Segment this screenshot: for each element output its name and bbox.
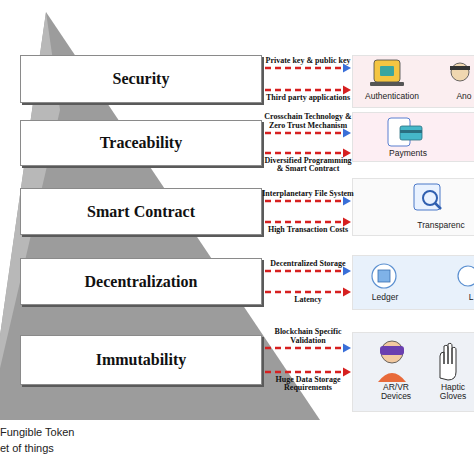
arrow-label: High Transaction Costs	[262, 226, 354, 234]
arrow-label: Latency	[262, 296, 354, 304]
arrow-head	[343, 149, 351, 158]
dashed-line	[265, 347, 345, 350]
arrow-head	[343, 267, 351, 276]
haptic-glove-icon	[440, 343, 456, 380]
tier-title: Security	[113, 70, 170, 88]
dashed-line	[265, 270, 345, 273]
arrow-head	[343, 368, 351, 377]
dashed-arrow	[265, 288, 351, 297]
panel-caption: Authentication	[357, 92, 427, 101]
panel-caption: Haptic Gloves	[433, 383, 473, 402]
dashed-line	[265, 371, 345, 374]
tier-box: Decentralization	[20, 258, 262, 305]
tier-title: Immutability	[96, 351, 187, 369]
authentication-icon	[370, 60, 404, 86]
vr-headset-icon	[378, 341, 406, 382]
dashed-arrow	[265, 86, 351, 95]
dashed-line	[265, 200, 345, 203]
dashed-arrow	[265, 218, 351, 227]
anonymity-icon	[450, 63, 470, 81]
tier-title: Traceability	[100, 134, 182, 152]
application-panel: AR/VR Devices Haptic Gloves	[352, 332, 474, 412]
dashed-line	[265, 291, 345, 294]
pyramid-shape	[0, 12, 320, 420]
dashed-arrow	[265, 344, 351, 353]
ledger-icon	[372, 264, 396, 288]
legend-fragment: et of things	[0, 442, 54, 454]
dashed-line	[265, 132, 345, 135]
arrow-head	[343, 344, 351, 353]
legend-fragment: Fungible Token	[0, 426, 74, 438]
arrow-head	[343, 288, 351, 297]
dashed-arrow	[265, 197, 351, 206]
arrow-head	[343, 218, 351, 227]
panel-caption: Ano	[449, 92, 474, 101]
dashed-line	[265, 67, 345, 70]
panel-caption: Ledger	[365, 293, 405, 302]
arrow-label: Private key & public key	[262, 57, 354, 65]
dashed-line	[265, 221, 345, 224]
application-panel: Transparenc	[352, 178, 474, 236]
dashed-line	[265, 152, 345, 155]
panel-caption: L	[463, 293, 474, 302]
tier-title: Decentralization	[85, 273, 198, 291]
application-panel: Authentication Ano	[352, 55, 474, 108]
application-panel: Ledger L	[352, 255, 474, 310]
tier-box: Immutability	[20, 335, 262, 385]
tier-box: Smart Contract	[20, 188, 262, 235]
panel-caption: AR/VR Devices	[371, 383, 421, 402]
tier-box: Traceability	[20, 120, 262, 166]
payments-icon	[388, 118, 422, 146]
dashed-arrow	[265, 149, 351, 158]
arrow-label: Huge Data Storage Requirements	[262, 376, 354, 393]
arrow-label: Crosschain Technology & Zero Trust Mecha…	[262, 113, 354, 130]
arrow-head	[343, 86, 351, 95]
dashed-arrow	[265, 64, 351, 73]
arrow-head	[343, 64, 351, 73]
ledger-icon-2	[458, 266, 474, 286]
arrow-label: Decentralized Storage	[262, 260, 354, 268]
panel-caption: Transparenc	[407, 221, 474, 230]
tier-box: Security	[20, 55, 262, 103]
tier-title: Smart Contract	[87, 203, 195, 221]
arrow-label: Diversified Programming & Smart Contract	[262, 157, 354, 174]
dashed-arrow	[265, 368, 351, 377]
dashed-arrow	[265, 129, 351, 138]
transparency-icon	[414, 184, 441, 210]
dashed-line	[265, 89, 345, 92]
arrow-head	[343, 129, 351, 138]
panel-caption: Payments	[383, 149, 433, 158]
arrow-label: Third party applications	[262, 94, 354, 102]
arrow-label: Blockchain Specific Validation	[262, 328, 354, 345]
arrow-head	[343, 197, 351, 206]
application-panel: Payments	[352, 112, 474, 162]
arrow-label: Interplanetary File System	[262, 190, 354, 198]
dashed-arrow	[265, 267, 351, 276]
